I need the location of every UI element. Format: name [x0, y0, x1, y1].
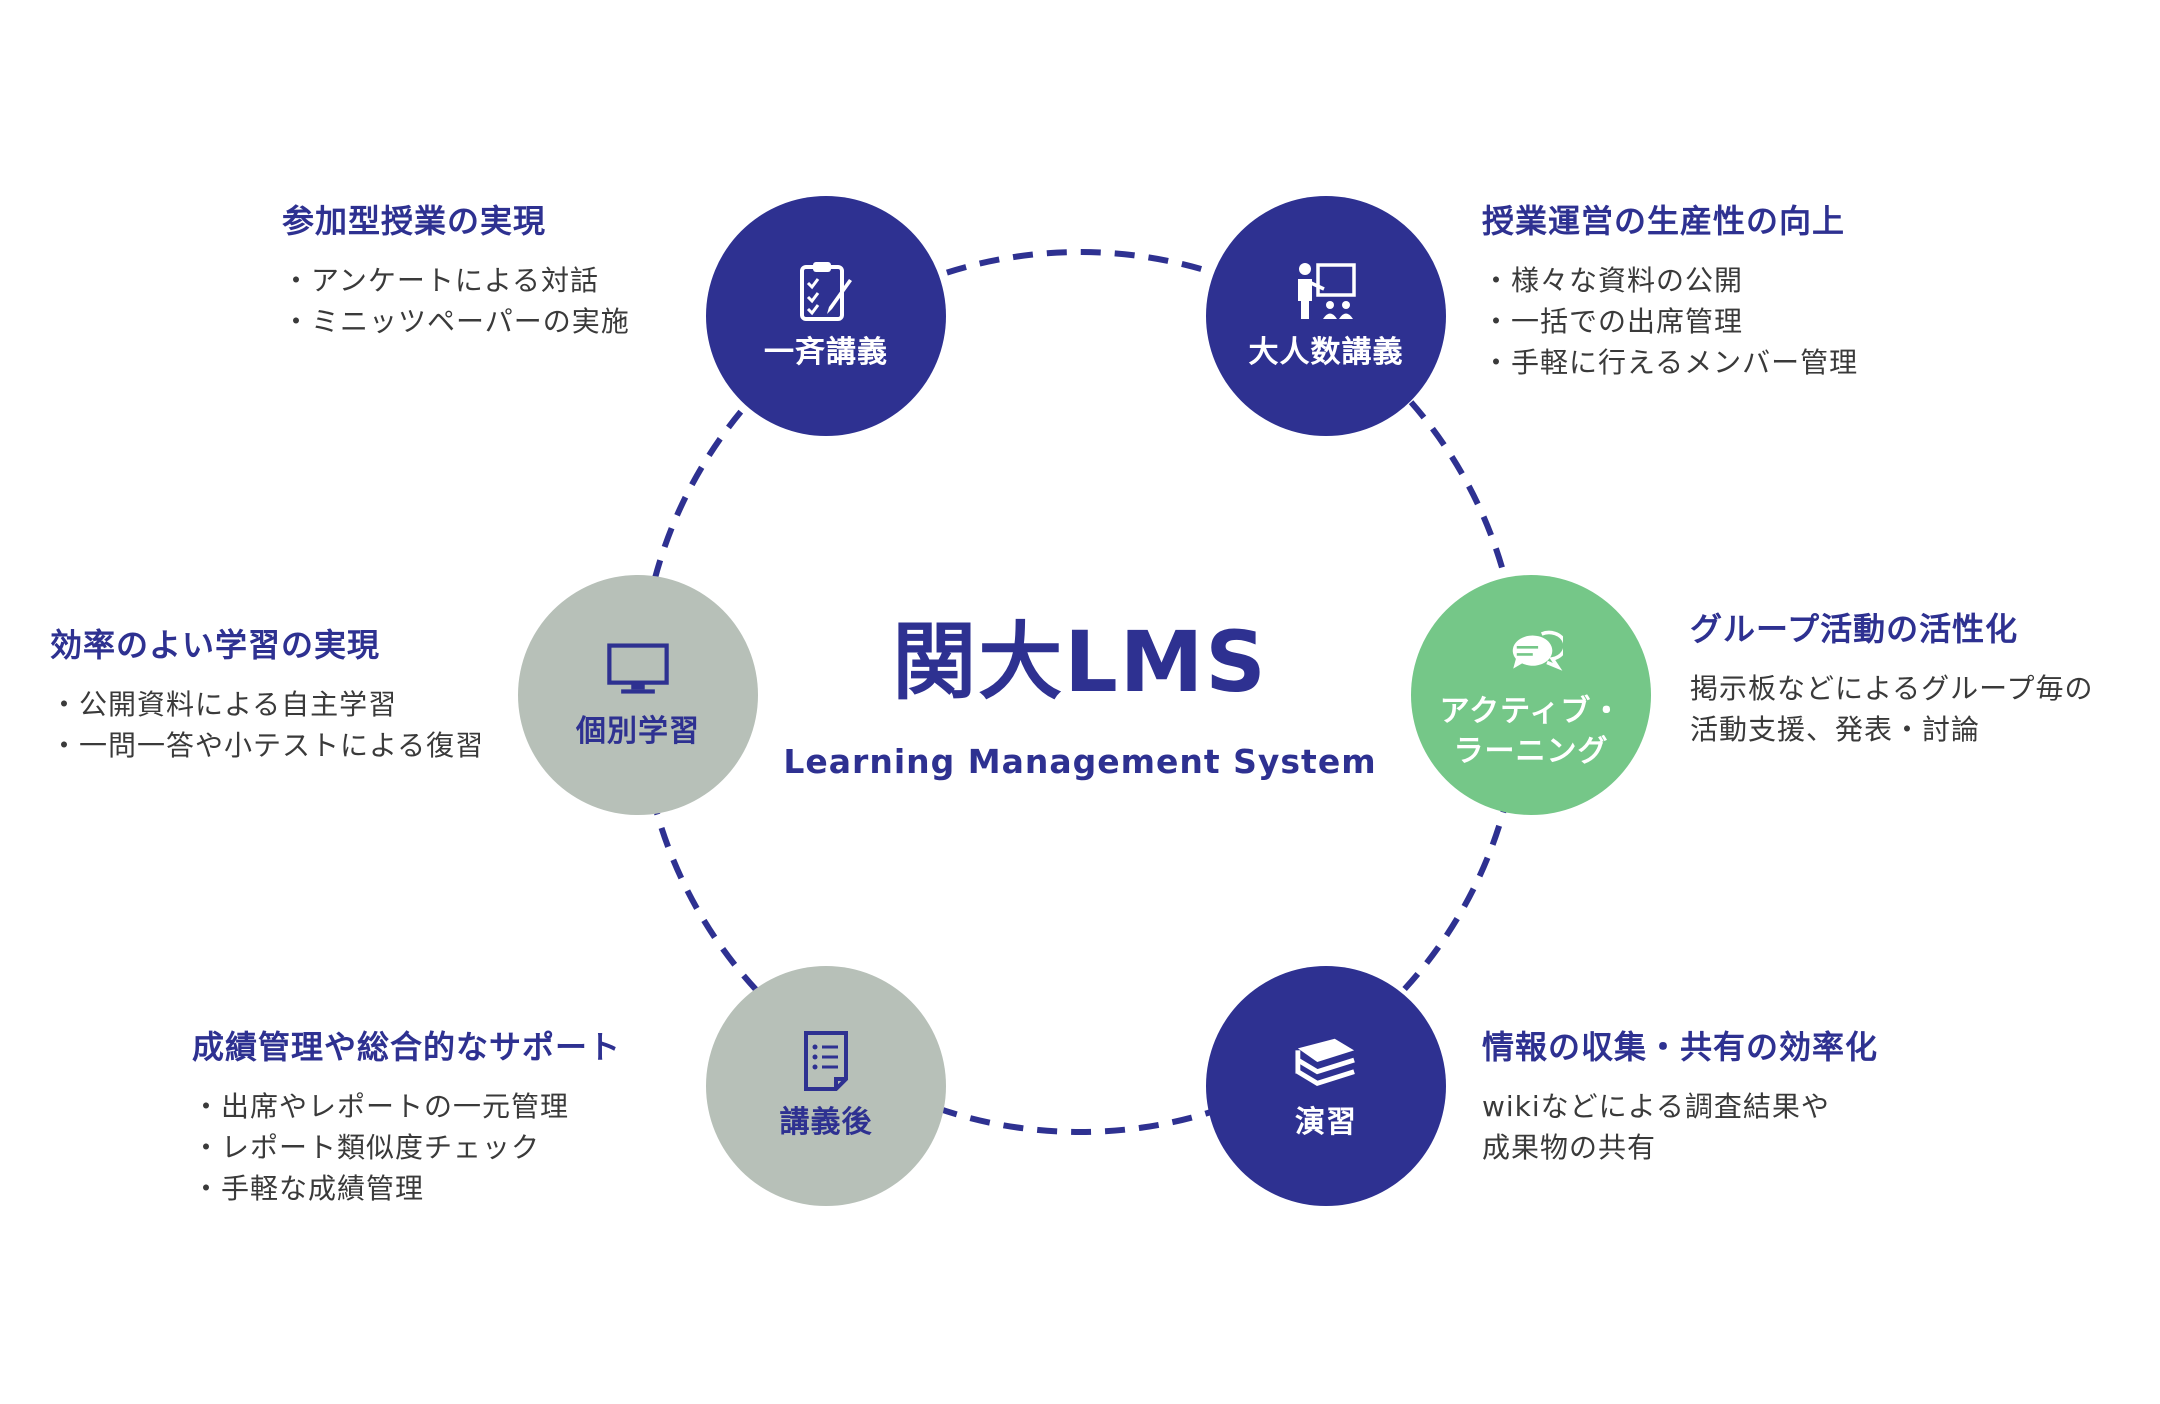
- feature-efficient: 効率のよい学習の実現 ・公開資料による自主学習 ・一問一答や小テストによる復習: [50, 620, 484, 766]
- node-label: 個別学習: [576, 713, 700, 749]
- feature-line: ・アンケートによる対話: [282, 264, 600, 297]
- lms-title: 関大LMS: [892, 613, 1268, 711]
- feature-heading: グループ活動の活性化: [1690, 610, 2019, 648]
- presenter-board-icon: [1294, 259, 1358, 323]
- feature-group: グループ活動の活性化 掲示板などによるグループ毎の 活動支援、発表・討論: [1690, 604, 2093, 750]
- node-kobetsu-gakushu[interactable]: 個別学習: [518, 575, 758, 815]
- node-label-line: アクティブ・: [1439, 693, 1623, 729]
- node-label: 演習: [1295, 1104, 1357, 1140]
- document-list-icon: [794, 1029, 858, 1093]
- feature-line: ・様々な資料の公開: [1482, 264, 1744, 297]
- node-label: アクティブ・ ラーニング: [1440, 692, 1623, 773]
- feature-line: 活動支援、発表・討論: [1690, 713, 1981, 746]
- monitor-icon: [606, 638, 670, 702]
- feature-line: ・ミニッツペーパーの実施: [282, 305, 630, 338]
- book-stack-icon: [1294, 1029, 1358, 1093]
- lms-subtitle: Learning Management System: [783, 742, 1377, 781]
- feature-heading: 成績管理や総合的なサポート: [192, 1028, 622, 1066]
- feature-info: 情報の収集・共有の効率化 wikiなどによる調査結果や 成果物の共有: [1482, 1022, 1878, 1168]
- feature-line: ・手軽に行えるメンバー管理: [1482, 346, 1859, 379]
- feature-line: ・出席やレポートの一元管理: [192, 1090, 570, 1123]
- node-enshu[interactable]: 演習: [1206, 966, 1446, 1206]
- clipboard-checklist-icon: [794, 259, 858, 323]
- feature-heading: 効率のよい学習の実現: [50, 626, 381, 664]
- node-label-line: ラーニング: [1453, 734, 1609, 769]
- feature-heading: 参加型授業の実現: [282, 202, 547, 240]
- node-dainin-zu-kogi[interactable]: 大人数講義: [1206, 196, 1446, 436]
- node-issai-kogi[interactable]: 一斉講義: [706, 196, 946, 436]
- node-label: 大人数講義: [1248, 334, 1404, 370]
- feature-line: ・公開資料による自主学習: [50, 688, 398, 721]
- feature-heading: 情報の収集・共有の効率化: [1482, 1028, 1879, 1066]
- feature-grades: 成績管理や総合的なサポート ・出席やレポートの一元管理 ・レポート類似度チェック…: [192, 1022, 621, 1209]
- node-active-learning[interactable]: アクティブ・ ラーニング: [1411, 575, 1651, 815]
- feature-line: wikiなどによる調査結果や: [1482, 1090, 1830, 1123]
- feature-line: ・レポート類似度チェック: [192, 1131, 541, 1164]
- feature-operation: 授業運営の生産性の向上 ・様々な資料の公開 ・一括での出席管理 ・手軽に行えるメ…: [1482, 196, 1858, 383]
- node-kogigo[interactable]: 講義後: [706, 966, 946, 1206]
- feature-participation: 参加型授業の実現 ・アンケートによる対話 ・ミニッツペーパーの実施: [282, 196, 630, 342]
- node-label: 講義後: [779, 1104, 873, 1140]
- feature-line: ・一問一答や小テストによる復習: [50, 729, 485, 762]
- center-title-block: 関大LMS Learning Management System: [780, 620, 1380, 781]
- chat-bubbles-icon: [1499, 618, 1563, 682]
- node-label: 一斉講義: [764, 334, 888, 370]
- feature-line: 成果物の共有: [1482, 1131, 1657, 1164]
- feature-heading: 授業運営の生産性の向上: [1482, 202, 1846, 240]
- feature-line: ・一括での出席管理: [1482, 305, 1744, 338]
- feature-line: ・手軽な成績管理: [192, 1172, 425, 1205]
- feature-line: 掲示板などによるグループ毎の: [1690, 672, 2094, 705]
